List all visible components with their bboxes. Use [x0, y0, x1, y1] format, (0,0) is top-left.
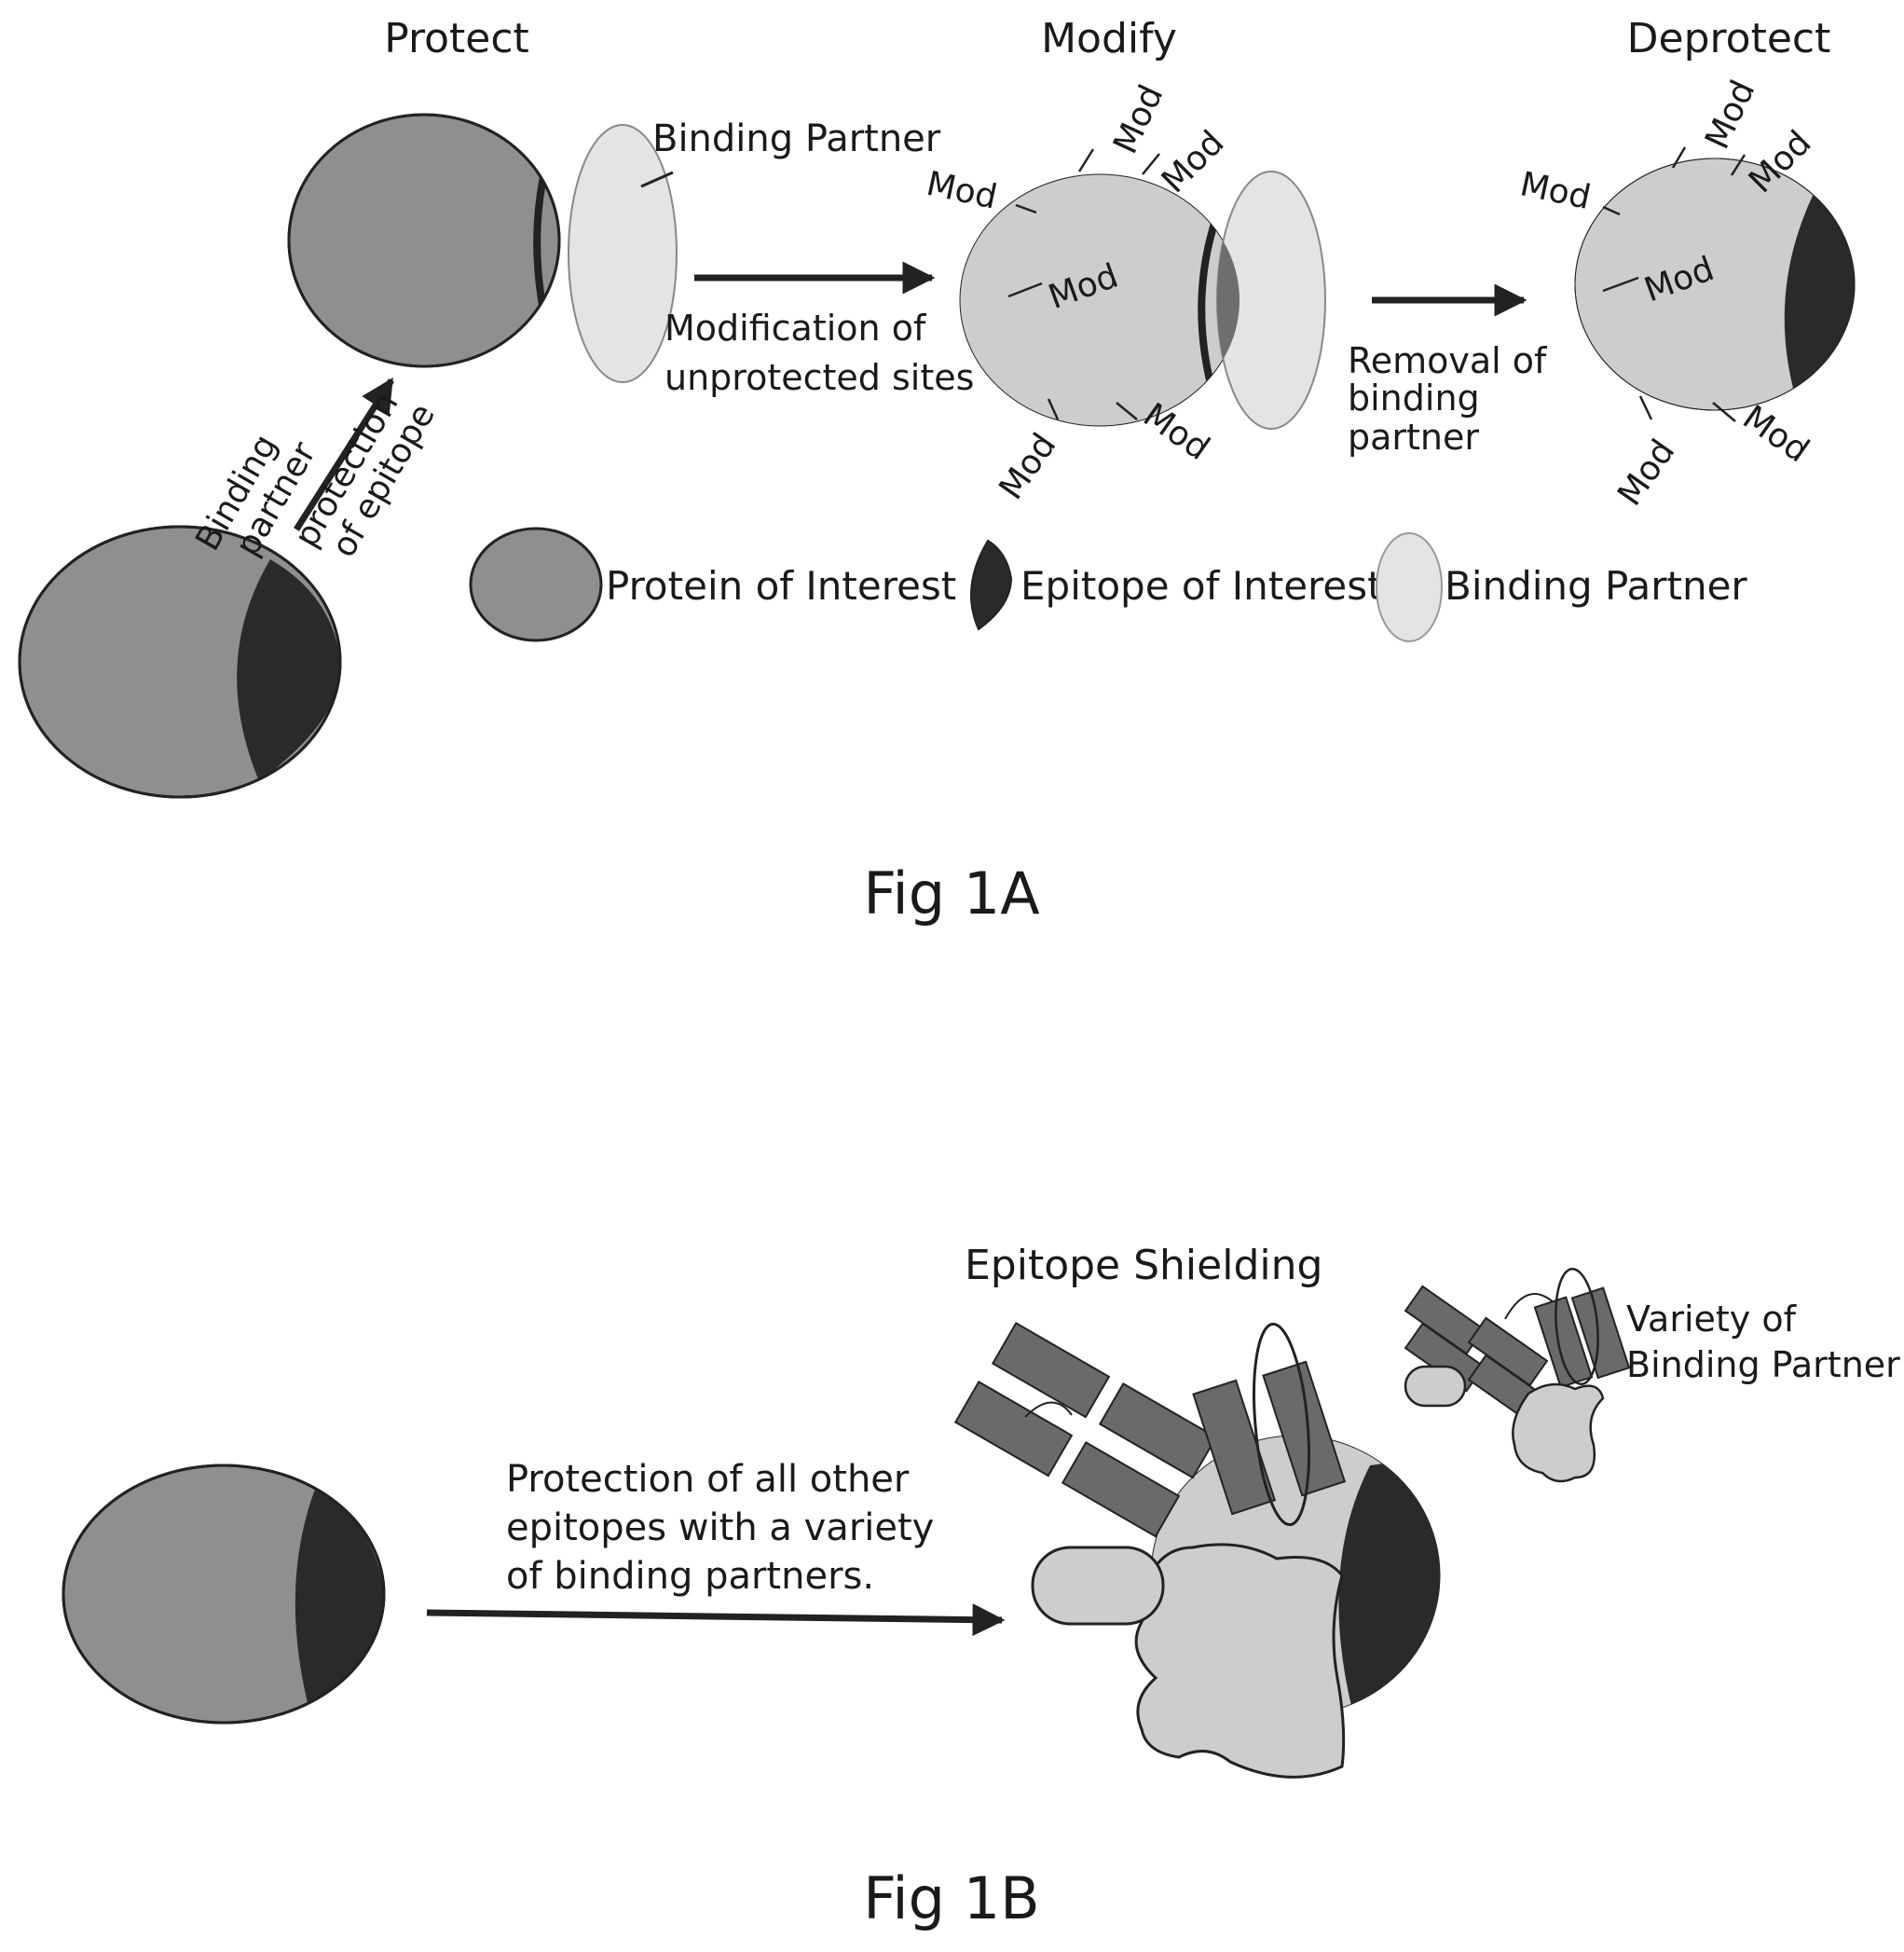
mod-label: Mod	[1735, 398, 1815, 470]
shielded-complex	[955, 1322, 1454, 1777]
modify-complex: Mod Mod Mod Mod Mod Mod	[923, 79, 1325, 506]
starting-protein	[20, 527, 340, 797]
mod-label: Mod	[923, 165, 1000, 217]
figure-1b: Epitope Shielding Protection of all othe…	[63, 1242, 1900, 1932]
epitope-shape	[295, 1484, 384, 1711]
step2-label-line3: partner	[1348, 417, 1479, 458]
figure-1b-caption: Fig 1B	[863, 1864, 1039, 1932]
step2-label-line2: binding	[1348, 378, 1480, 419]
binding-partner-callout: Binding Partner	[652, 117, 941, 160]
epitope-shielding-title: Epitope Shielding	[965, 1242, 1322, 1289]
figure-1a: Protect Modify Deprotect Binding partner…	[20, 15, 1864, 928]
step2-label-line1: Removal of	[1348, 340, 1548, 381]
shielding-label-line1: Protection of all other	[506, 1458, 910, 1501]
stage-title-protect: Protect	[384, 15, 529, 62]
mod-label: Mod	[1610, 433, 1682, 513]
step1-label-line1: Modification of	[664, 308, 927, 349]
arrow-shielding	[427, 1613, 1002, 1620]
legend-binding-partner-label: Binding Partner	[1445, 563, 1747, 609]
mod-label: Mod	[1516, 165, 1594, 217]
step1-label-line2: unprotected sites	[664, 357, 974, 398]
stage-title-modify: Modify	[1041, 15, 1177, 62]
small-binding-partner	[1405, 1367, 1465, 1406]
small-binding-partner	[1033, 1547, 1163, 1624]
blob-binding-partner	[1513, 1384, 1603, 1481]
starting-protein-1b	[63, 1465, 384, 1723]
shielding-label-line3: of binding partners.	[506, 1555, 874, 1598]
mod-label: Mod	[1698, 75, 1762, 155]
legend-epitope-swatch	[971, 541, 1011, 629]
binding-partner-shape	[568, 125, 677, 382]
figure-1a-caption: Fig 1A	[863, 859, 1039, 928]
stage-title-deprotect: Deprotect	[1627, 15, 1831, 62]
variety-label-line1: Variety of	[1626, 1299, 1798, 1340]
legend-protein-swatch	[471, 529, 601, 640]
variety-label-line2: Binding Partner	[1626, 1344, 1900, 1385]
legend-protein-label: Protein of Interest	[606, 563, 956, 609]
mod-label: Mod	[992, 427, 1063, 507]
blob-binding-partner	[1136, 1545, 1344, 1777]
legend-binding-partner-swatch	[1377, 533, 1442, 641]
legend-epitope-label: Epitope of Interest	[1020, 563, 1383, 609]
legend: Protein of Interest Epitope of Interest …	[471, 529, 1747, 641]
deprotect-protein: Mod Mod Mod Mod Mod Mod	[1516, 75, 1864, 513]
mod-label: Mod	[1106, 79, 1171, 159]
shielding-label-line2: epitopes with a variety	[506, 1506, 934, 1549]
variety-binding-partners: Variety of Binding Partner	[1405, 1267, 1900, 1481]
